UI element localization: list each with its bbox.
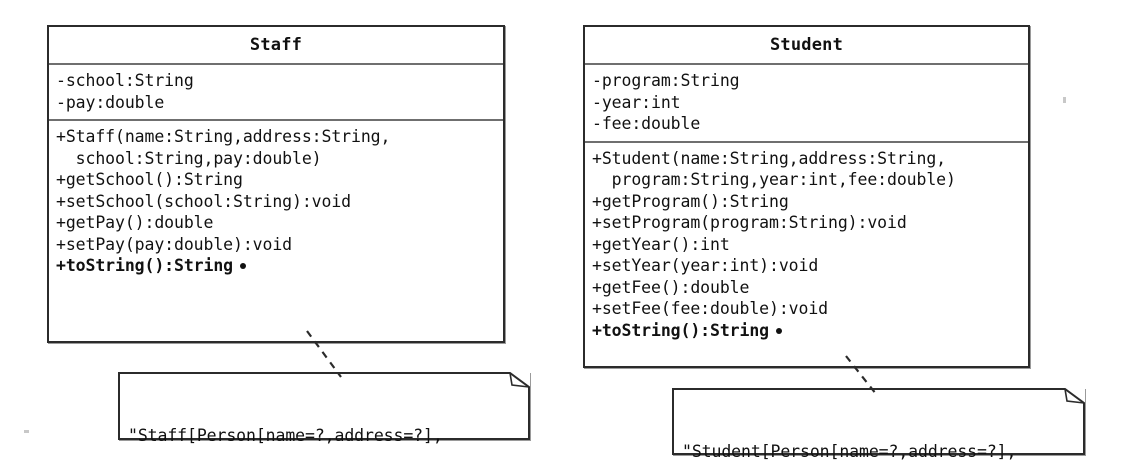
method-row-tostring: +toString():String — [56, 255, 497, 277]
class-name-staff: Staff — [249, 35, 303, 55]
method-row: +setSchool(school:String):void — [56, 191, 352, 211]
note-anchor-dot — [776, 327, 783, 334]
method-row: +setFee(fee:double):void — [592, 299, 829, 318]
uml-note-student[interactable]: "Student[Person[name=?,address=?], progr… — [672, 388, 1085, 461]
attribute-row: -year:int — [592, 92, 681, 112]
class-divider — [49, 63, 503, 65]
method-row-tostring: +toString():String — [592, 320, 1022, 342]
attribute-row: -program:String — [592, 71, 740, 90]
class-divider — [49, 119, 503, 121]
method-row: +getSchool():String — [56, 170, 243, 189]
method-row: +getProgram():String — [592, 191, 789, 211]
method-row: +setPay(pay:double):void — [56, 234, 293, 254]
note-text-student: "Student[Person[name=?,address=?], progr… — [672, 388, 1085, 468]
method-row: +Student(name:String,address:String, — [592, 148, 947, 168]
method-row: +setYear(year:int):void — [592, 256, 819, 275]
methods-compartment-student: +Student(name:String,address:String, pro… — [585, 143, 1028, 348]
attribute-row: -school:String — [56, 71, 194, 90]
attribute-row: -pay:double — [56, 92, 165, 112]
uml-class-staff[interactable]: Staff -school:String -pay:double +Staff(… — [47, 25, 505, 343]
scan-artifact-speck — [24, 430, 29, 433]
methods-compartment-staff: +Staff(name:String,address:String, schoo… — [49, 121, 503, 283]
note-shape-with-folded-corner — [672, 388, 1085, 455]
method-row: +getYear():int — [592, 234, 730, 254]
attributes-compartment-staff: -school:String -pay:double — [49, 65, 503, 119]
note-text-staff: "Staff[Person[name=?,address=?], school=… — [118, 372, 530, 468]
method-row: +Staff(name:String,address:String, — [56, 127, 391, 146]
uml-class-student[interactable]: Student -program:String -year:int -fee:d… — [583, 25, 1030, 368]
note-line: "Student[Person[name=?,address=?], — [682, 442, 1017, 461]
attributes-compartment-student: -program:String -year:int -fee:double — [585, 65, 1028, 141]
class-name-student: Student — [769, 35, 844, 55]
note-line: "Staff[Person[name=?,address=?], — [128, 426, 443, 445]
note-shape-with-folded-corner — [118, 372, 530, 440]
method-label: +toString():String — [592, 320, 770, 340]
class-divider — [585, 140, 1028, 143]
method-label: +toString():String — [56, 256, 234, 275]
uml-note-staff[interactable]: "Staff[Person[name=?,address=?], school=… — [118, 372, 530, 445]
attribute-row: -fee:double — [592, 114, 701, 133]
method-row: program:String,year:int,fee:double) — [592, 170, 956, 189]
method-row: +getPay():double — [56, 213, 214, 232]
class-divider — [585, 63, 1028, 65]
method-row: +setProgram(program:String):void — [592, 213, 907, 232]
note-anchor-dot — [240, 263, 247, 269]
scan-artifact-speck — [1063, 97, 1066, 103]
method-row: school:String,pay:double) — [56, 148, 322, 168]
method-row: +getFee():double — [592, 277, 750, 297]
